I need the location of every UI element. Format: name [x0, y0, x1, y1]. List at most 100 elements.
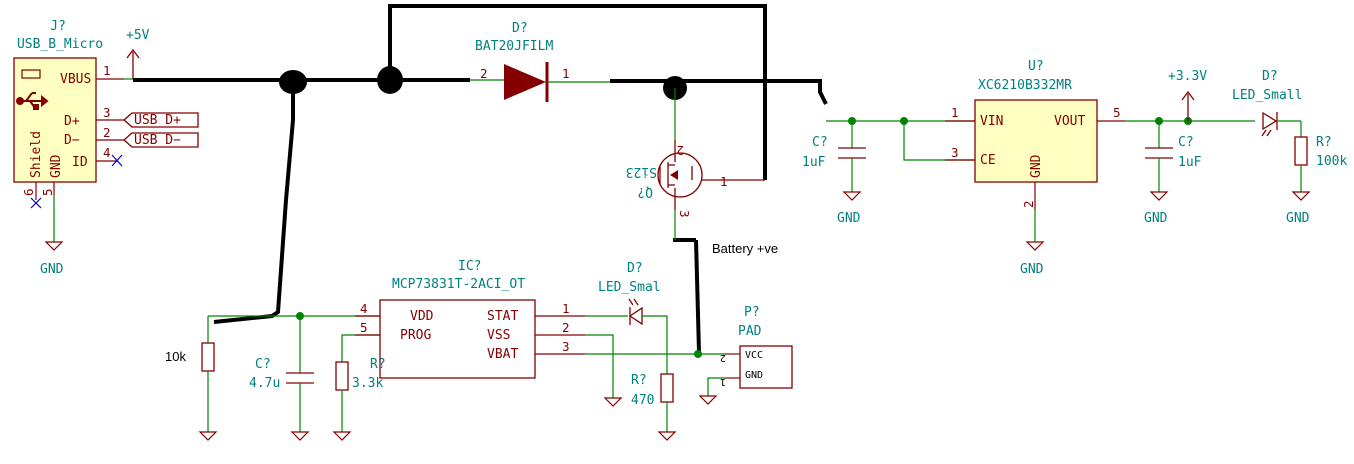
output-capacitor[interactable]: C? 1uF GND	[1144, 121, 1202, 226]
mosfet-pin-g: 1	[720, 174, 728, 189]
battery-pad[interactable]: P? PAD VCC GND 2 1	[698, 305, 793, 405]
resistor-3k3[interactable]: R? 3.3k	[332, 357, 386, 441]
cin-ref: C?	[812, 135, 828, 150]
cout-ref: C?	[1178, 135, 1194, 150]
chg-pinnum-vbat: 3	[562, 339, 570, 354]
usb-pin-shield-name: Shield	[29, 131, 44, 178]
usb-trident-icon	[16, 92, 49, 110]
r100k-gnd-label: GND	[1286, 211, 1310, 226]
vss-gnd-symbol	[603, 397, 623, 407]
plus3v3-power-symbol[interactable]: +3.3V	[1168, 69, 1207, 121]
mosfet-body	[657, 152, 703, 198]
schottky-diode[interactable]: D? BAT20JFILM 2 1	[470, 21, 610, 102]
led-pwr-value: LED_Small	[1232, 88, 1302, 103]
reg-pinnum-vin: 1	[951, 105, 959, 120]
chg-pin-prog: PROG	[400, 328, 431, 343]
pad-ref: P?	[744, 305, 760, 320]
usb-pin-num-id: 4	[103, 145, 111, 160]
usb-connector[interactable]: J? USB_B_Micro VBUS D+ D− ID GND Shield …	[13, 19, 124, 209]
reg-pin-gnd: GND	[1029, 154, 1044, 178]
diode-body	[504, 64, 546, 100]
usb-pin-vbus-name: VBUS	[60, 72, 91, 87]
usb-pin-num-shield: 6	[21, 188, 36, 196]
input-capacitor[interactable]: C? 1uF GND	[802, 121, 866, 226]
status-led[interactable]: D? LED_Smal	[585, 261, 668, 374]
r100k-ref: R?	[1316, 135, 1332, 150]
diode-value: BAT20JFILM	[475, 39, 553, 54]
usb-connector-value: USB_B_Micro	[17, 37, 103, 52]
led-stat-value: LED_Smal	[598, 280, 661, 295]
charger-value: MCP73831T-2ACI_OT	[392, 277, 525, 292]
chg-pinnum-prog: 5	[360, 320, 368, 335]
r470-value: 470	[631, 393, 654, 408]
reg-pin-vout: VOUT	[1054, 114, 1085, 129]
plus3v3-label: +3.3V	[1168, 69, 1207, 84]
pad-pinnum-vcc: 2	[720, 352, 726, 363]
junction-blob-1	[279, 70, 307, 94]
usb-pin-num-dplus: 3	[103, 105, 111, 120]
mosfet-value: Si23	[626, 164, 657, 179]
usb-dminus-text: USB_D−	[134, 133, 181, 148]
usb-pin-gnd-name: GND	[49, 154, 64, 178]
mosfet-ref: Q?	[637, 184, 653, 199]
reg-pin-ce: CE	[980, 153, 996, 168]
chg-pinnum-stat: 1	[562, 301, 570, 316]
resistor-100k[interactable]: R? 100k GND	[1286, 135, 1347, 226]
reg-pinnum-gnd: 2	[1021, 200, 1036, 208]
plus5v-label: +5V	[126, 28, 150, 43]
pad-body	[739, 345, 793, 389]
r10k-value: 10k	[165, 349, 186, 364]
usb-dminus-net-label[interactable]: USB_D−	[123, 132, 199, 148]
chg-pin-vss: VSS	[487, 328, 510, 343]
usb-connector-ref: J?	[50, 19, 66, 34]
cchg-ref: C?	[255, 357, 271, 372]
regulator-value: XC6210B332MR	[978, 78, 1072, 93]
junction-ce	[900, 117, 908, 125]
cchg-value: 4.7u	[249, 376, 280, 391]
id-no-connect-marker	[111, 154, 123, 167]
shield-no-connect-marker	[30, 197, 42, 209]
plus5v-power-symbol[interactable]: +5V	[126, 28, 150, 79]
reg-pinnum-ce: 3	[951, 145, 959, 160]
regulator-ref: U?	[1028, 59, 1044, 74]
r3k3-ref: R?	[370, 357, 386, 372]
led-pwr-ref: D?	[1262, 69, 1278, 84]
charger-ic[interactable]: IC? MCP73831T-2ACI_OT VDD PROG STAT VSS …	[355, 259, 585, 379]
resistor-10k[interactable]: 10k	[165, 342, 218, 441]
led-stat-ref: D?	[627, 261, 643, 276]
chg-pinnum-vdd: 4	[360, 301, 368, 316]
chg-pin-vbat: VBAT	[487, 347, 518, 362]
charger-capacitor[interactable]: C? 4.7u	[249, 316, 314, 441]
p-mosfet[interactable]: 2 1 3 Si23 Q?	[626, 88, 765, 240]
r100k-value: 100k	[1316, 154, 1347, 169]
usb-pin-dplus-name: D+	[64, 114, 80, 129]
hand-drawn-wires	[133, 4, 828, 353]
chg-pin-vdd: VDD	[410, 309, 434, 324]
junction-blob-2	[377, 66, 403, 94]
mosfet-pin-s: 3	[677, 210, 692, 218]
resistor-470[interactable]: R? 470	[631, 373, 677, 441]
diode-pin-a: 2	[480, 66, 488, 81]
usb-gnd-symbol[interactable]: GND	[40, 241, 64, 277]
chg-pinnum-vss: 2	[562, 320, 570, 335]
pad-value: PAD	[738, 324, 762, 339]
usb-gnd-label: GND	[40, 262, 64, 277]
voltage-regulator[interactable]: U? XC6210B332MR VIN CE VOUT GND 1 3 5 2 …	[945, 59, 1125, 277]
reg-gnd-label: GND	[1020, 262, 1044, 277]
pad-pinnum-gnd: 1	[720, 376, 726, 387]
cin-value: 1uF	[802, 155, 826, 170]
pad-pin-gnd: GND	[745, 370, 763, 381]
chg-pin-stat: STAT	[487, 309, 518, 324]
power-led[interactable]: D? LED_Small	[1232, 69, 1302, 137]
charger-ref: IC?	[458, 259, 481, 274]
pad-pin-vcc: VCC	[745, 350, 763, 361]
r3k3-value: 3.3k	[352, 376, 383, 391]
usb-pin-dminus-name: D−	[64, 133, 80, 148]
usb-dplus-net-label[interactable]: USB_D+	[123, 112, 199, 128]
usb-connector-body	[13, 57, 97, 183]
reg-pinnum-vout: 5	[1113, 105, 1121, 120]
charger-body	[379, 299, 536, 379]
r470-ref: R?	[631, 373, 647, 388]
usb-dplus-text: USB_D+	[134, 113, 181, 128]
